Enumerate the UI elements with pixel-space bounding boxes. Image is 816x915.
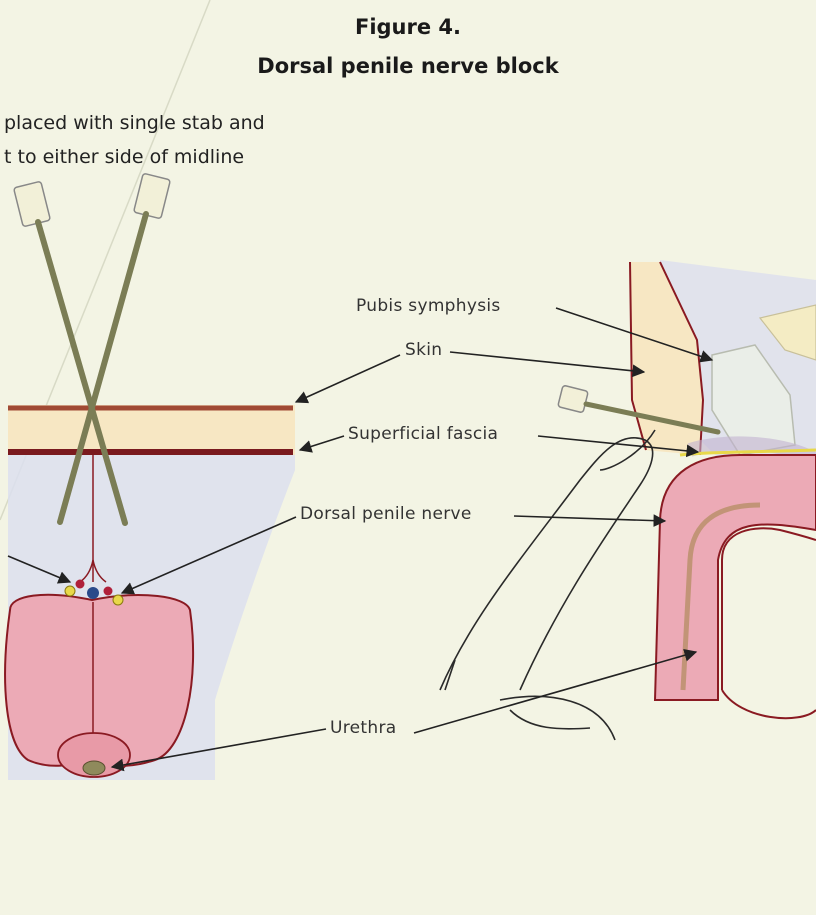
label-superficial-fascia: Superficial fascia bbox=[348, 424, 498, 444]
skin-arrow-left bbox=[296, 355, 400, 402]
caption-line-2: t to either side of midline bbox=[4, 146, 244, 168]
cross-section-view bbox=[5, 173, 295, 780]
skin-band bbox=[8, 405, 295, 455]
figure-subtitle: Dorsal penile nerve block bbox=[0, 54, 816, 78]
caption-line-1: placed with single stab and bbox=[4, 112, 265, 134]
nerve-arrow-right bbox=[514, 516, 665, 521]
urethra-lumen bbox=[83, 761, 105, 775]
urethra-arrow-right bbox=[414, 652, 696, 733]
label-pubis-symphysis: Pubis symphysis bbox=[356, 296, 501, 316]
caption: placed with single stab and t to either … bbox=[4, 106, 265, 174]
label-dorsal-penile-nerve: Dorsal penile nerve bbox=[300, 504, 472, 524]
hand-sketch bbox=[440, 430, 655, 740]
figure-title: Figure 4. bbox=[0, 15, 816, 39]
label-skin: Skin bbox=[405, 340, 442, 360]
label-urethra: Urethra bbox=[330, 718, 396, 738]
skin-arrow-right bbox=[450, 352, 644, 372]
fascia-arrow-left bbox=[300, 436, 344, 450]
